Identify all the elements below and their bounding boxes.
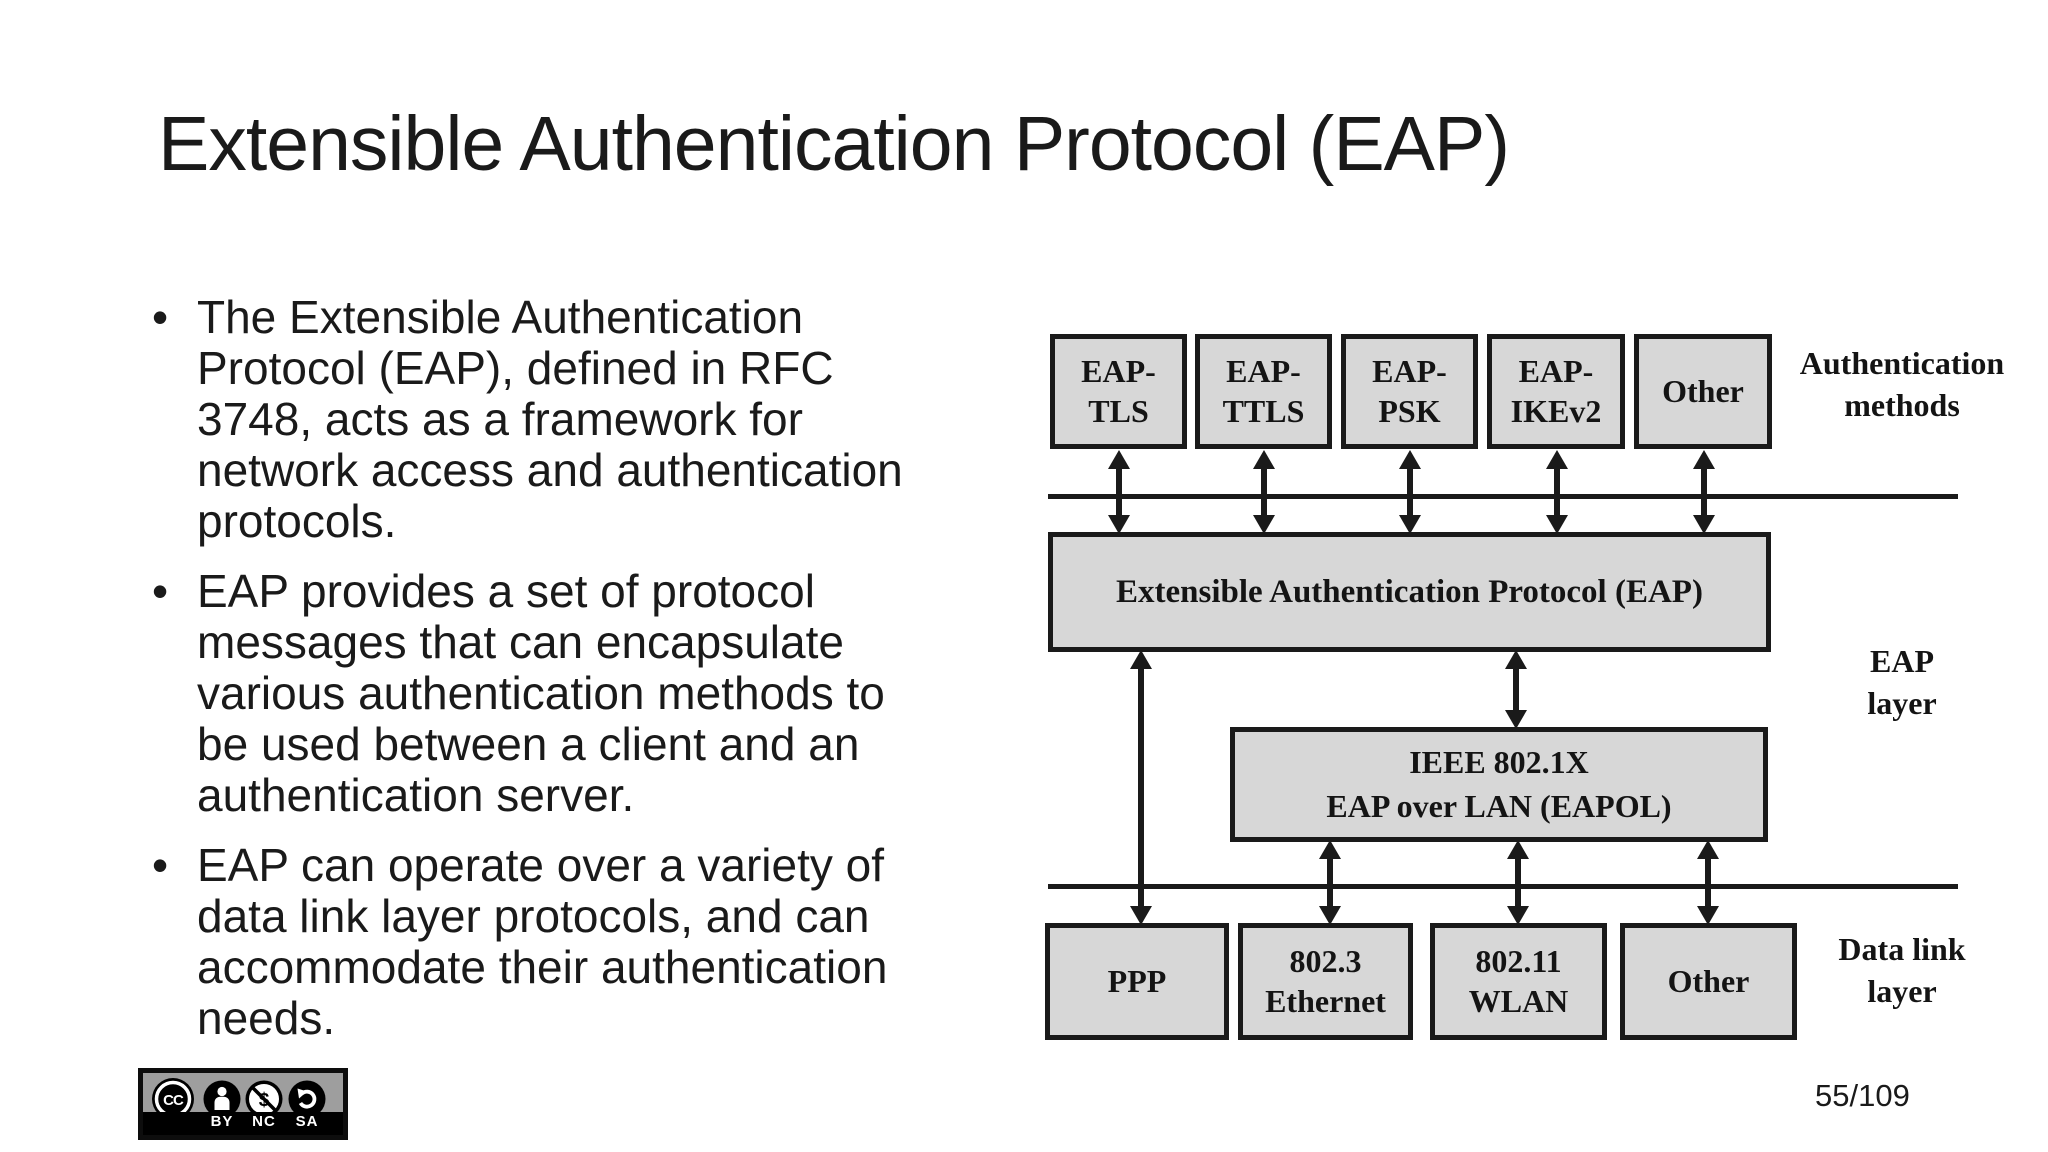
cc-nc-label: NC bbox=[252, 1113, 276, 1130]
box-eap-ikev2: EAP- IKEv2 bbox=[1487, 334, 1625, 449]
cc-sa-label: SA bbox=[295, 1113, 319, 1130]
box-eapol: IEEE 802.1X EAP over LAN (EAPOL) bbox=[1230, 727, 1768, 842]
cc-license-badge: CC $ BY NC SA bbox=[138, 1068, 348, 1140]
slide-title: Extensible Authentication Protocol (EAP) bbox=[158, 101, 1510, 187]
arrow-eap-eapol bbox=[1505, 650, 1527, 729]
cc-sa-icon bbox=[288, 1080, 326, 1118]
cc-by-person-icon bbox=[203, 1080, 241, 1118]
arrow-eapol-8023 bbox=[1319, 840, 1341, 925]
label-data-link-layer: Data link layer bbox=[1838, 931, 1966, 1010]
cc-badge-label-strip: BY NC SA bbox=[143, 1112, 343, 1135]
arrow-eapol-otherlink bbox=[1697, 840, 1719, 925]
bullet-item-3: EAP can operate over a variety of data l… bbox=[150, 840, 950, 1044]
arrow-eapol-80211 bbox=[1507, 840, 1529, 925]
arrow-eapttls-eap bbox=[1253, 450, 1275, 534]
separator-line-auth-eap bbox=[1048, 494, 1958, 499]
box-80211-wlan: 802.11 WLAN bbox=[1430, 923, 1607, 1040]
cc-by-label: BY bbox=[210, 1113, 234, 1130]
box-ppp: PPP bbox=[1045, 923, 1229, 1040]
svg-text:CC: CC bbox=[163, 1092, 184, 1109]
separator-line-eap-datalink bbox=[1048, 884, 1958, 889]
arrow-eaptls-eap bbox=[1108, 450, 1130, 534]
arrow-otherauth-eap bbox=[1693, 450, 1715, 534]
box-8023-ethernet: 802.3 Ethernet bbox=[1238, 923, 1413, 1040]
box-eap-tls: EAP- TLS bbox=[1050, 334, 1187, 449]
bullet-item-2: EAP provides a set of protocol messages … bbox=[150, 566, 950, 821]
box-eap: Extensible Authentication Protocol (EAP) bbox=[1048, 532, 1771, 652]
arrow-eappsk-eap bbox=[1399, 450, 1421, 534]
cc-nc-icon: $ bbox=[245, 1080, 283, 1118]
box-eap-psk: EAP- PSK bbox=[1341, 334, 1478, 449]
bullet-list: The Extensible Authentication Protocol (… bbox=[150, 292, 950, 1063]
box-other-link: Other bbox=[1620, 923, 1797, 1040]
arrow-eap-ppp bbox=[1130, 650, 1152, 925]
arrow-eapikev2-eap bbox=[1546, 450, 1568, 534]
label-authentication-methods: Authentication methods bbox=[1799, 345, 2005, 424]
box-eap-ttls: EAP- TTLS bbox=[1195, 334, 1332, 449]
bullet-item-1: The Extensible Authentication Protocol (… bbox=[150, 292, 950, 547]
page-number: 55/109 bbox=[1815, 1078, 1910, 1113]
label-eap-layer: EAP layer bbox=[1867, 643, 1937, 722]
box-other-auth: Other bbox=[1634, 334, 1772, 449]
